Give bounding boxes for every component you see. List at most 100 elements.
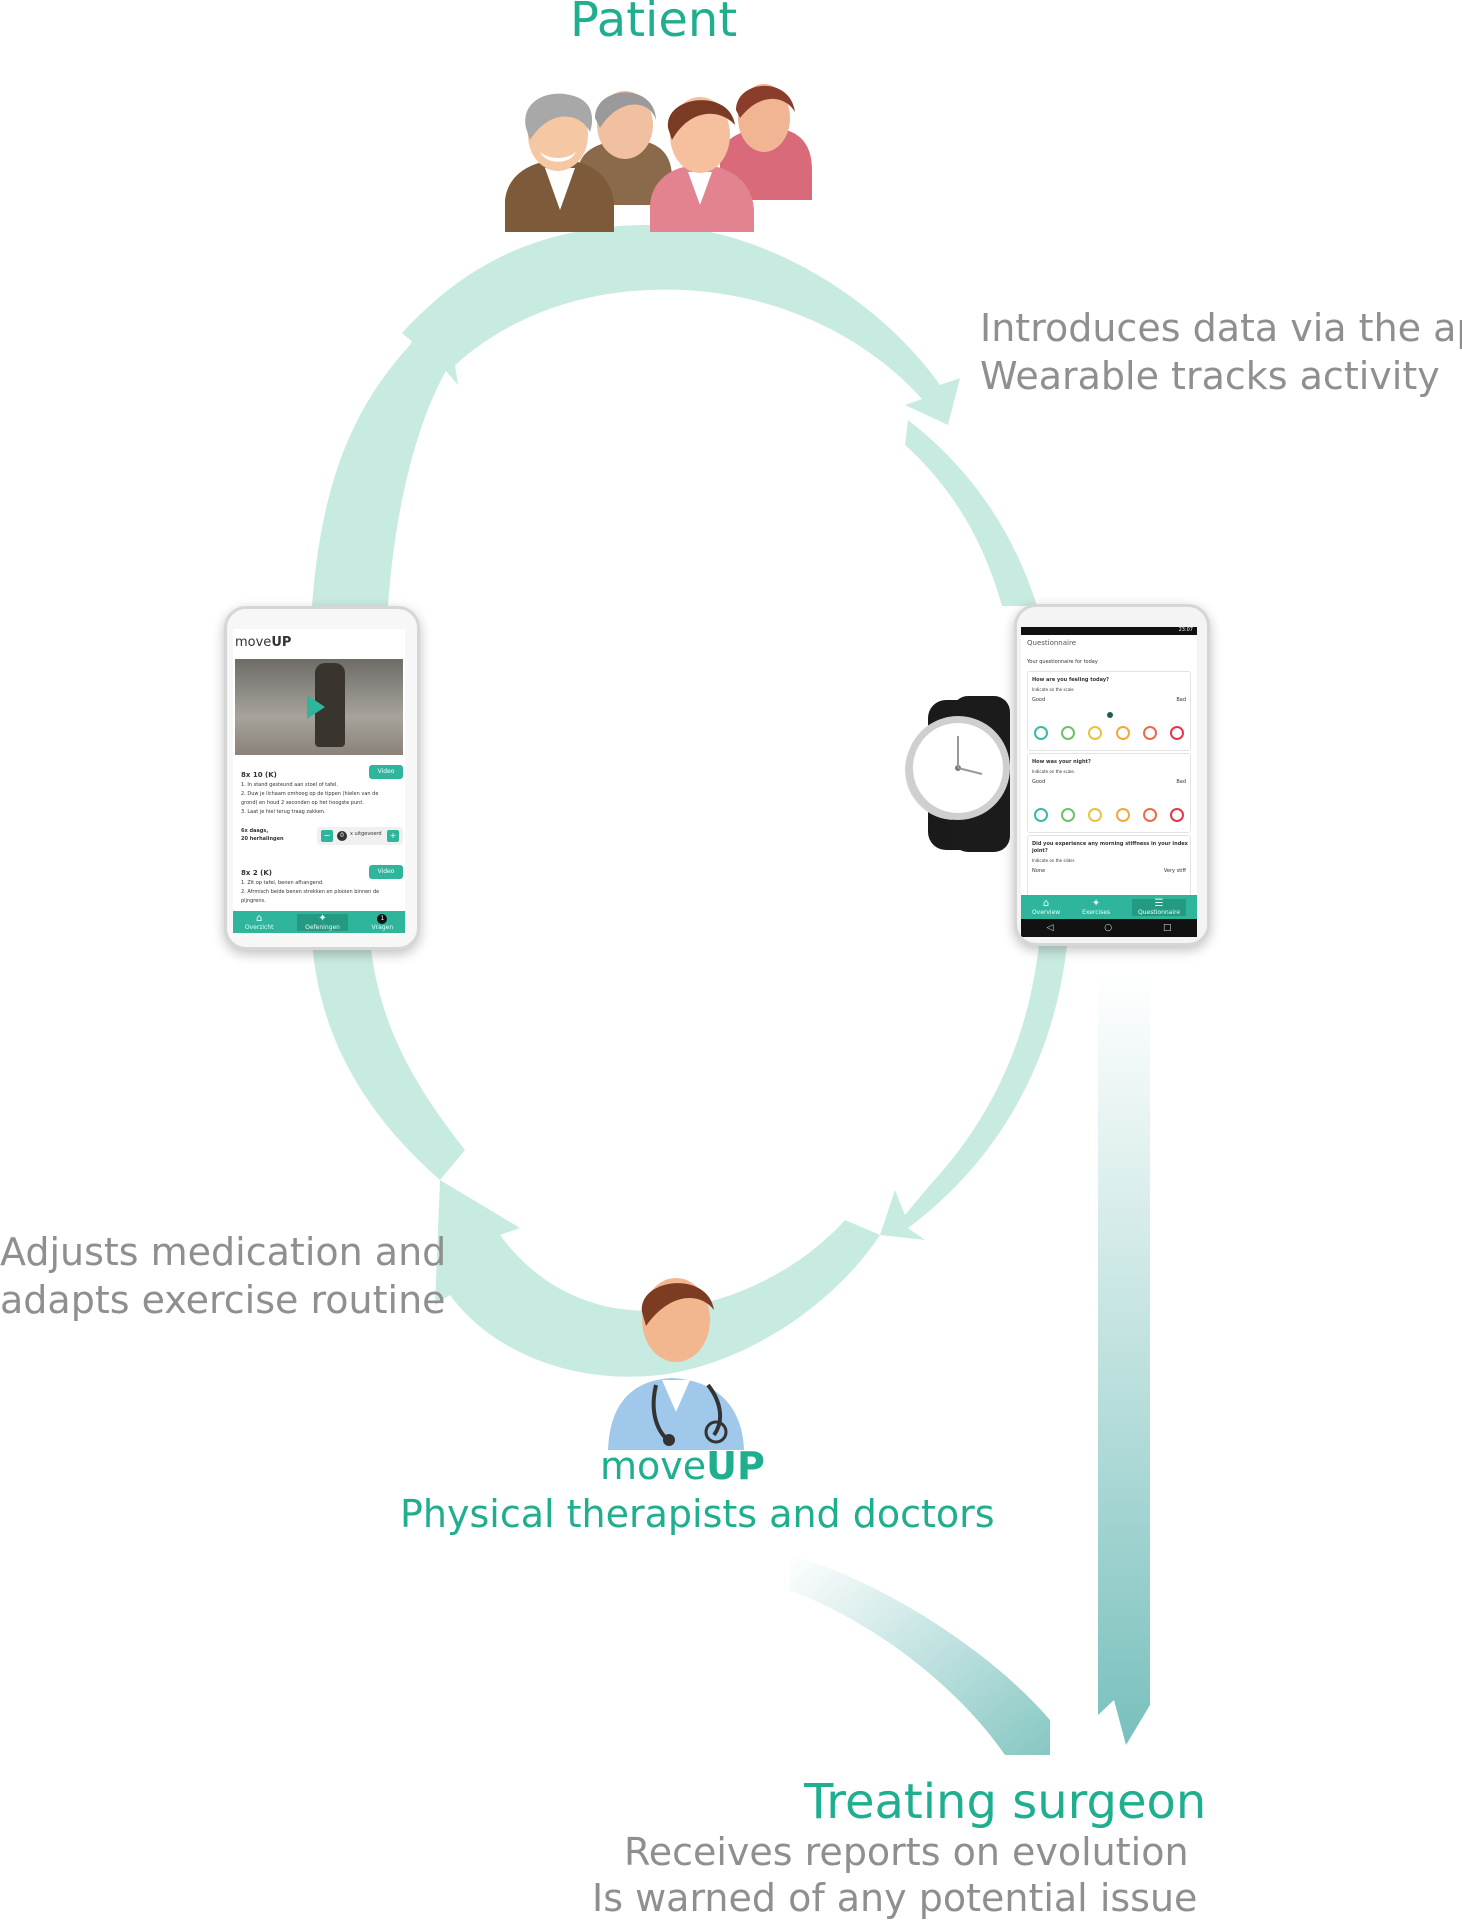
q3-hint: Indicate on the slider. [1032, 858, 1076, 863]
home-icon: ⌂ [1042, 897, 1050, 909]
doctor-icon [608, 1278, 744, 1450]
walking-icon: ✦ [1091, 897, 1101, 909]
nav-overview[interactable]: ⌂Overview [1031, 897, 1061, 916]
q1-scale-bad: Bad [1176, 697, 1186, 703]
brand-suffix: UP [706, 1444, 765, 1488]
phone-right-screen: 23:07 Questionnaire Your questionnaire f… [1021, 627, 1197, 937]
cycle-arrow-left-to-patient [312, 318, 458, 606]
therapist-action-label-line1: Adjusts medication and [0, 1230, 447, 1274]
q2-scale-bad: Bad [1176, 779, 1186, 785]
face-6[interactable] [1169, 726, 1184, 740]
exercise1-title: 8x 10 (K) [241, 771, 277, 779]
face-1[interactable] [1034, 808, 1048, 822]
cycle-arrow-doctor-to-left-phone [312, 940, 465, 1180]
watch-icon [905, 700, 1005, 850]
done-counter[interactable]: − 0 x uitgevoerd + [317, 827, 403, 845]
q2-scale-good: Good [1032, 779, 1046, 785]
surgeon-line2: Is warned of any potential issue [592, 1876, 1198, 1920]
nav-questionnaire-label: Questionnaire [1138, 908, 1181, 916]
exercise2-title: 8x 2 (K) [241, 869, 272, 877]
face-6[interactable] [1169, 808, 1184, 822]
phone-right: 23:07 Questionnaire Your questionnaire f… [1014, 604, 1210, 946]
home-icon: ⌂ [255, 912, 263, 924]
cycle-arrow-bottom-to-doctor [435, 1180, 880, 1377]
nav-oefeningen-label: Oefeningen [305, 923, 340, 931]
q2-text: How was your night? [1032, 759, 1091, 765]
exercise1-step-1: 1. In stand gesteund aan stoel of tafel. [241, 782, 338, 788]
done-label: x uitgevoerd [350, 831, 382, 837]
face-4[interactable] [1115, 808, 1130, 822]
face-1[interactable] [1034, 726, 1048, 740]
phone-left-brand-suffix: UP [271, 635, 292, 650]
dose-line-2: 20 herhalingen [241, 836, 284, 842]
questionnaire-intro: Your questionnaire for today [1027, 659, 1098, 665]
face-2[interactable] [1061, 808, 1076, 822]
question-card-1: How are you feeling today? Indicate on t… [1027, 671, 1191, 751]
q1-scale-good: Good [1032, 697, 1046, 703]
face-3[interactable] [1088, 726, 1103, 740]
exercise-video-thumbnail[interactable] [235, 659, 403, 755]
phone-right-nav: ⌂Overview ✦Exercises ☰Questionnaire [1021, 895, 1197, 919]
face-3[interactable] [1088, 808, 1103, 822]
question-card-2: How was your night? Indicate on the scal… [1027, 753, 1191, 833]
q1-hint: Indicate on the scale [1032, 687, 1074, 692]
cycle-arrow-patient-to-right [402, 224, 960, 425]
patient-output-label-line1: Introduces data via the app [980, 306, 1462, 350]
cycle-arrow-phone-to-bottom [880, 935, 1068, 1240]
exercise2-step-1: 1. Zit op tafel, benen afhangend. [241, 880, 324, 886]
patient-output-label-line2: Wearable tracks activity [980, 354, 1440, 398]
q1-faces[interactable] [1034, 726, 1184, 740]
surgeon-title: Treating surgeon [804, 1774, 1207, 1830]
face-4[interactable] [1115, 726, 1130, 740]
increment-button[interactable]: + [387, 830, 399, 842]
question-card-3: Did you experience any morning stiffness… [1027, 835, 1191, 897]
nav-exercises-label: Exercises [1082, 908, 1111, 916]
nav-overzicht[interactable]: ⌂Overzicht [244, 912, 274, 931]
phone-left-screen: moveUP 8x 10 (K) Video 1. In stand geste… [233, 629, 405, 933]
nav-oefeningen[interactable]: ✦Oefeningen [297, 912, 348, 931]
done-count-badge: 0 [337, 831, 347, 841]
nav-vragen-label: Vragen [371, 923, 394, 931]
nav-exercises[interactable]: ✦Exercises [1082, 897, 1111, 916]
face-5[interactable] [1142, 808, 1157, 822]
exercise1-step-4: 3. Laat je hiel terug traag zakken. [241, 809, 326, 815]
exercise2-video-button[interactable]: Video [369, 865, 403, 879]
phone-left-brand-prefix: move [235, 635, 272, 650]
nav-questionnaire[interactable]: ☰Questionnaire [1132, 898, 1187, 916]
phone-left: moveUP 8x 10 (K) Video 1. In stand geste… [224, 606, 420, 950]
nav-overzicht-label: Overzicht [244, 923, 274, 931]
q1-text: How are you feeling today? [1032, 677, 1109, 683]
back-icon[interactable]: ◁ [1046, 923, 1054, 933]
q1-slider-knob[interactable] [1107, 712, 1113, 718]
report-arrow-vertical [1098, 975, 1150, 1745]
exercise2-step-3: pijngrens. [241, 898, 266, 904]
nav-overview-label: Overview [1031, 908, 1061, 916]
questions-badge: 1 [377, 913, 388, 924]
brand-prefix: move [600, 1444, 707, 1488]
status-bar: 23:07 [1021, 627, 1197, 635]
recent-apps-icon[interactable]: □ [1163, 923, 1172, 933]
report-arrow-diagonal [790, 1555, 1050, 1755]
q2-hint: Indicate on the scale. [1032, 769, 1075, 774]
status-time: 23:07 [1178, 627, 1193, 633]
q2-faces[interactable] [1034, 808, 1184, 822]
patients-group-icon [505, 84, 812, 232]
surgeon-line1: Receives reports on evolution [624, 1830, 1189, 1874]
q3-text-line1: Did you experience any morning stiffness… [1032, 841, 1188, 847]
dose-line-1: 6x daags, [241, 828, 269, 834]
phone-left-brand: moveUP [235, 635, 291, 651]
decrement-button[interactable]: − [321, 830, 333, 842]
face-2[interactable] [1061, 726, 1076, 740]
exercise1-video-button[interactable]: Video [369, 765, 403, 779]
play-icon[interactable] [307, 695, 325, 719]
patient-title: Patient [570, 0, 738, 48]
q3-scale-none: None [1032, 868, 1046, 874]
walking-icon: ✦ [318, 912, 327, 924]
home-circle-icon[interactable]: ○ [1104, 923, 1113, 933]
face-5[interactable] [1142, 726, 1157, 740]
exercise1-step-3: grond) en houd 2 seconden op het hoogste… [241, 800, 364, 806]
